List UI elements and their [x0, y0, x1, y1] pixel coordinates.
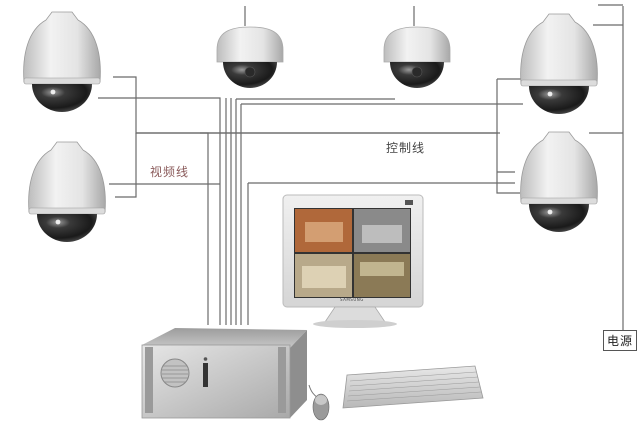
wire-tl-c: [136, 132, 209, 325]
mouse: [308, 384, 330, 421]
ptz-dome-camera-mid-left: [28, 141, 106, 242]
keyboard-keys: [346, 371, 482, 402]
ptz-dome-camera-mid-right: [520, 131, 598, 232]
keyboard-body: [342, 365, 484, 409]
power-label: 电源: [603, 330, 638, 351]
monitor-stand: [324, 306, 386, 323]
monitor-base: [313, 320, 397, 328]
dome-ring: [23, 77, 101, 85]
lens: [411, 66, 423, 78]
wiring: [98, 4, 624, 330]
dome-glass: [32, 84, 92, 112]
lens-highlight: [547, 209, 553, 215]
monitor-badge: [405, 200, 413, 205]
dome-cap: [383, 26, 451, 63]
fixed-dome-camera-left: [216, 26, 284, 88]
lens-highlight: [55, 219, 61, 225]
crt-monitor: [282, 194, 424, 328]
camera-view-1-detail: [305, 222, 343, 242]
dome-glass: [529, 86, 589, 114]
wire-tl-dome-b: [98, 97, 221, 325]
mouse-buttons: [315, 395, 327, 405]
wire-monitor-feed: [247, 182, 515, 325]
dvr-side: [290, 330, 307, 418]
wire-trunk-4: [240, 103, 523, 325]
fan-slats: [162, 365, 188, 383]
dome-ring: [28, 207, 106, 215]
ptz-dome-camera-top-right: [520, 13, 598, 114]
dvr-fan-grille: [160, 358, 190, 388]
dome-housing: [520, 13, 598, 85]
dome-ring: [520, 79, 598, 87]
fixed-dome-camera-right: [383, 26, 451, 88]
dvr-handle-right: [278, 347, 286, 413]
wire-trunk-3: [235, 98, 395, 325]
lens-highlight: [50, 89, 56, 95]
wire-control-right-bus: [496, 78, 523, 194]
dvr-drive-slot: [203, 363, 208, 387]
wire-tl-dome-a: [113, 76, 500, 134]
dome-housing: [520, 131, 598, 203]
keyboard: [342, 365, 484, 409]
control-cable-label: 控制线: [386, 141, 426, 155]
dvr-power-led: [203, 357, 208, 361]
dvr-top: [142, 328, 307, 348]
monitor-brand-label: SAMSUNG: [340, 297, 364, 302]
dome-housing: [28, 141, 106, 213]
dome-glass: [37, 214, 97, 242]
dome-glass: [529, 204, 589, 232]
camera-view-2-detail: [362, 225, 402, 243]
video-cable-label: 视频线: [150, 165, 190, 179]
wire-ml-dome-b: [115, 133, 137, 198]
dvr-handle-left: [145, 347, 153, 413]
lens-highlight: [547, 91, 553, 97]
dome-cap: [216, 26, 284, 63]
camera-view-3-detail: [302, 266, 346, 288]
dvr-unit: [141, 328, 307, 419]
ptz-dome-camera-top-left: [23, 11, 101, 112]
dome-housing: [23, 11, 101, 83]
camera-view-4-detail: [360, 262, 404, 276]
dome-ring: [520, 197, 598, 205]
lens: [244, 66, 256, 78]
